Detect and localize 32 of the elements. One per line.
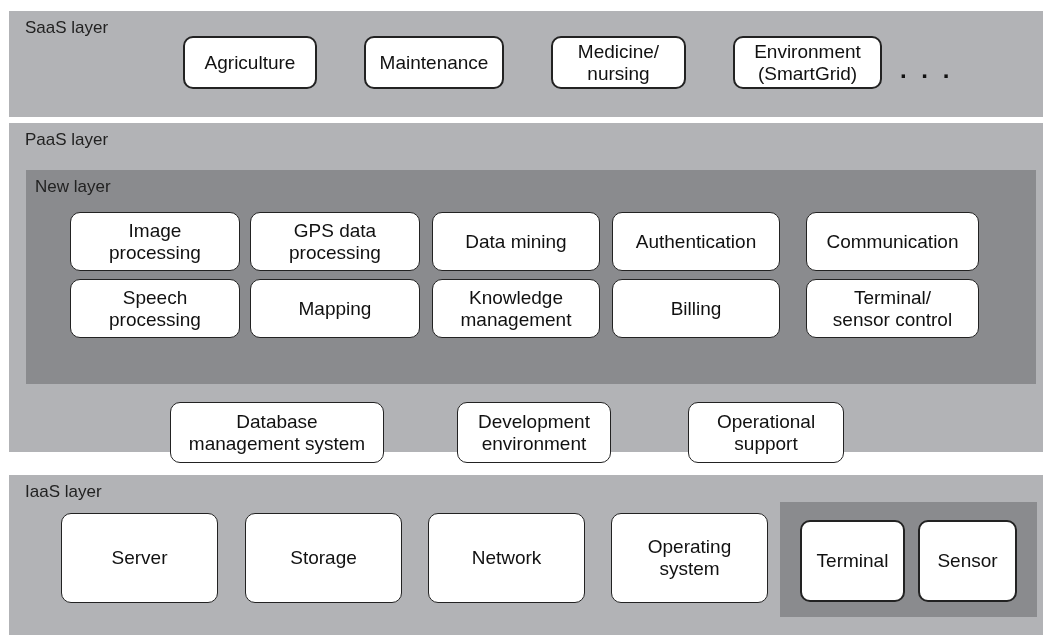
module-box: Data mining <box>432 212 600 271</box>
module-box: Knowledge management <box>432 279 600 338</box>
module-box: Terminal <box>800 520 905 602</box>
layer-heading: PaaS layer <box>25 129 109 151</box>
module-box: Terminal/ sensor control <box>806 279 979 338</box>
module-box: GPS data processing <box>250 212 420 271</box>
layer-panel <box>9 475 1043 635</box>
module-box: Authentication <box>612 212 780 271</box>
module-box: Image processing <box>70 212 240 271</box>
ellipsis-label: . . . <box>900 55 954 85</box>
layer-panel <box>9 11 1043 117</box>
module-box: Billing <box>612 279 780 338</box>
module-box: Storage <box>245 513 402 603</box>
module-box: Speech processing <box>70 279 240 338</box>
module-box: Environment (SmartGrid) <box>733 36 882 89</box>
layer-heading: IaaS layer <box>25 481 102 503</box>
module-box: Medicine/ nursing <box>551 36 686 89</box>
module-box: Development environment <box>457 402 611 463</box>
layer-heading: New layer <box>35 176 111 198</box>
module-box: Maintenance <box>364 36 504 89</box>
module-box: Operational support <box>688 402 844 463</box>
module-box: Agriculture <box>183 36 317 89</box>
sublayer-panel <box>780 502 1037 617</box>
module-box: Operating system <box>611 513 768 603</box>
module-box: Server <box>61 513 218 603</box>
sublayer-panel <box>26 170 1036 384</box>
module-box: Database management system <box>170 402 384 463</box>
module-box: Network <box>428 513 585 603</box>
module-box: Sensor <box>918 520 1017 602</box>
module-box: Mapping <box>250 279 420 338</box>
module-box: Communication <box>806 212 979 271</box>
layer-heading: SaaS layer <box>25 17 109 39</box>
